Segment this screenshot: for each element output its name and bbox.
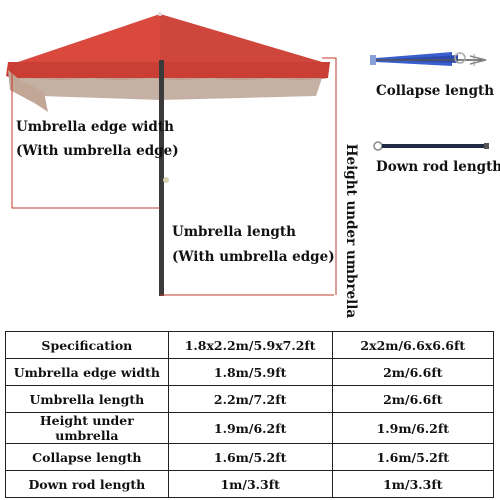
table-cell: 1m/3.3ft [167,470,333,498]
canopy-finial [158,12,162,16]
height-label: Height under umbrella [343,143,359,319]
specification-table: Specification 1.8x2.2m/5.9x7.2ft 2x2m/6.… [5,331,495,498]
table-cell: Collapse length [5,443,169,471]
table-cell: 1.8x2.2m/5.9x7.2ft [167,331,333,359]
table-row: Specification 1.8x2.2m/5.9x7.2ft 2x2m/6.… [5,331,495,359]
edge-width-line [11,66,160,209]
table-row: Height under umbrella 1.9m/6.2ft 1.9m/6.… [5,412,495,444]
table-cell: 2m/6.6ft [331,358,495,386]
table-cell: 1m/3.3ft [331,470,495,498]
table-cell: 1.8m/5.9ft [167,358,333,386]
table-row: Umbrella edge width 1.8m/5.9ft 2m/6.6ft [5,358,495,386]
edge-width-label-line2: (With umbrella edge) [16,143,179,159]
canopy-shade [160,14,322,62]
table-cell: 1.6m/5.2ft [167,443,333,471]
edge-width-label-line1: Umbrella edge width [16,119,174,135]
table-cell: 2.2m/7.2ft [167,385,333,413]
length-label-line2: (With umbrella edge) [172,249,335,265]
umbrella-illustration [6,12,337,296]
table-cell: 2m/6.6ft [331,385,495,413]
table-row: Umbrella length 2.2m/7.2ft 2m/6.6ft [5,385,495,413]
table-cell: 1.9m/6.2ft [331,412,495,444]
table-row: Down rod length 1m/3.3ft 1m/3.3ft [5,470,495,498]
down-rod-icon [373,141,489,151]
canopy-underside [16,78,322,100]
collapse-length-label: Collapse length [376,83,495,99]
table-cell: 1.9m/6.2ft [167,412,333,444]
table-cell: 2x2m/6.6x6.6ft [331,331,495,359]
collapse-length-icon [370,52,487,66]
length-label-line1: Umbrella length [172,224,296,240]
side-valance-left [8,70,48,112]
canopy-valance [6,62,330,80]
table-cell: Down rod length [5,470,169,498]
table-cell: 1.6m/5.2ft [331,443,495,471]
table-row: Collapse length 1.6m/5.2ft 1.6m/5.2ft [5,443,495,471]
down-rod-length-label: Down rod length [376,159,500,175]
table-cell: Height under umbrella [5,412,169,444]
table-cell: Umbrella length [5,385,169,413]
umbrella-pole [159,60,164,296]
table-cell: Umbrella edge width [5,358,169,386]
pole-knob [163,177,169,183]
table-cell: Specification [5,331,169,359]
height-line [322,57,337,295]
